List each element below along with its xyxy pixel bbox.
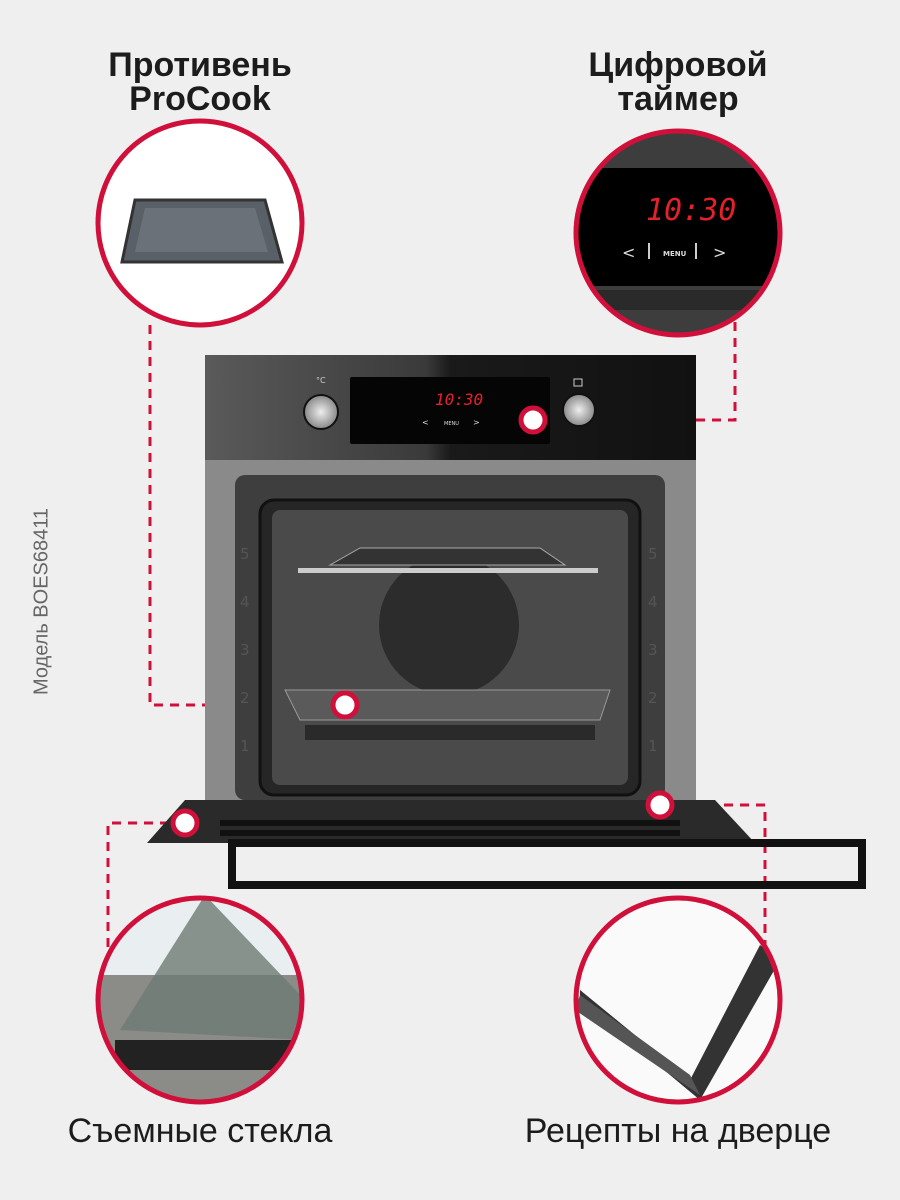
rack-level-right: 3 (648, 641, 658, 659)
mode-knob (562, 393, 596, 427)
door-handle (228, 839, 866, 889)
callout-title-procook-tray: Противень ProCook (50, 48, 350, 116)
callout-label-removable-glass: Съемные стекла (67, 1112, 333, 1150)
rack-level-left: 4 (240, 593, 250, 611)
panel-menu-button[interactable]: MENU (444, 421, 459, 427)
model-label: Модель BOES68411 (30, 507, 53, 696)
procook-tray-zoom (100, 123, 300, 323)
digital-timer-zoom (578, 133, 778, 333)
temperature-icon: °C (316, 376, 326, 385)
mode-icon (573, 378, 583, 387)
door-recipes-zoom (578, 900, 778, 1100)
rack-level-right: 1 (648, 737, 658, 755)
title-line: Цифровой (588, 46, 768, 84)
rack-level-right: 5 (648, 545, 658, 563)
rack-level-right: 2 (648, 689, 658, 707)
panel-display-time: 10:30 (435, 390, 484, 409)
callout-title-digital-timer: Цифровой таймер (528, 48, 828, 116)
wire-rack (298, 568, 598, 573)
timer-menu-button[interactable]: MENU (663, 250, 687, 258)
callout-markers (170, 405, 675, 838)
rack-level-right: 4 (648, 593, 658, 611)
panel-prev-button[interactable]: < (422, 418, 429, 427)
divider (648, 243, 650, 259)
fan-cover (379, 555, 519, 695)
panel-next-button[interactable]: > (473, 418, 480, 427)
temperature-knob (303, 394, 339, 430)
rack-level-left: 1 (240, 737, 250, 755)
timer-zoom-time: 10:30 (646, 193, 737, 228)
rack-level-left: 3 (240, 641, 250, 659)
title-line: таймер (617, 80, 739, 118)
timer-next-button[interactable]: > (713, 243, 727, 262)
callout-label-door-recipes: Рецепты на дверце (524, 1112, 832, 1150)
title-line: Противень (108, 46, 292, 84)
rack-level-left: 5 (240, 545, 250, 563)
baking-tray (284, 689, 611, 721)
divider (695, 243, 697, 259)
title-line: ProCook (129, 80, 271, 118)
display-screen (350, 377, 550, 444)
rack-level-left: 2 (240, 689, 250, 707)
timer-prev-button[interactable]: < (622, 243, 636, 262)
